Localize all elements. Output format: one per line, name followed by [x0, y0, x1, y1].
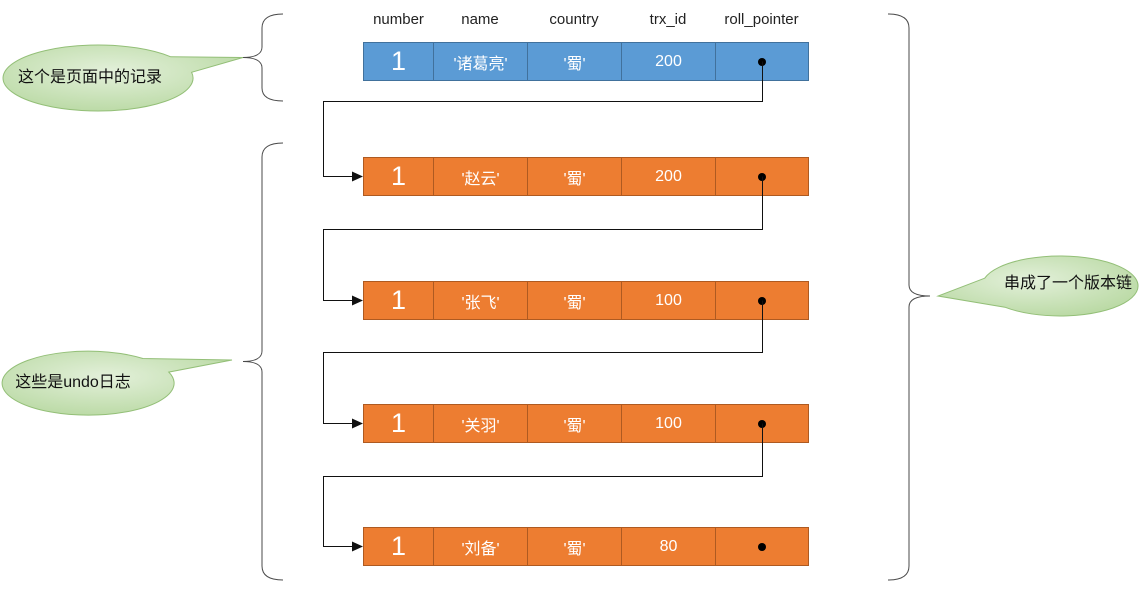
- roll-pointer-cell: [715, 282, 808, 319]
- roll-pointer-cell: [715, 158, 808, 195]
- trx-id-cell: 200: [621, 158, 715, 195]
- undo-log-callout-text: 这些是undo日志: [15, 374, 131, 391]
- roll-pointer-dot: [758, 419, 766, 428]
- page-record-row: 1 '诸葛亮' '蜀' 200: [363, 42, 809, 81]
- number-cell: 1: [390, 46, 407, 76]
- roll-pointer-cell: [715, 43, 808, 80]
- roll-pointer-dot: [758, 57, 766, 66]
- undo-log-row: 1 '赵云' '蜀' 200: [363, 157, 809, 196]
- page-record-callout-text: 这个是页面中的记录: [17, 69, 162, 86]
- number-cell: 1: [390, 285, 407, 315]
- link-arrowhead: [352, 541, 363, 552]
- name-cell: '张飞': [433, 282, 527, 319]
- undo-log-row: 1 '关羽' '蜀' 100: [363, 404, 809, 443]
- version-chain-callout-text: 串成了一个版本链: [1003, 275, 1132, 292]
- roll-pointer-dot: [758, 542, 766, 551]
- link-arrowhead: [352, 171, 363, 182]
- number-cell: 1: [390, 161, 407, 191]
- roll-pointer-dot: [758, 172, 766, 181]
- undo-log-row: 1 '张飞' '蜀' 100: [363, 281, 809, 320]
- country-cell: '蜀': [527, 43, 621, 80]
- page-record-brace: [242, 13, 284, 102]
- roll-pointer-cell: [715, 528, 808, 565]
- column-header-name: name: [461, 11, 499, 28]
- country-cell: '蜀': [527, 282, 621, 319]
- name-cell: '赵云': [433, 158, 527, 195]
- name-cell: '诸葛亮': [433, 43, 527, 80]
- country-cell: '蜀': [527, 405, 621, 442]
- country-cell: '蜀': [527, 158, 621, 195]
- country-cell: '蜀': [527, 528, 621, 565]
- trx-id-cell: 100: [621, 405, 715, 442]
- name-cell: '关羽': [433, 405, 527, 442]
- column-header-country: country: [549, 11, 599, 28]
- link-arrowhead: [352, 295, 363, 306]
- link-arrowhead: [352, 418, 363, 429]
- column-header-roll-pointer: roll_pointer: [724, 11, 799, 28]
- trx-id-cell: 200: [621, 43, 715, 80]
- column-header-number: number: [373, 11, 424, 28]
- undo-log-brace: [242, 142, 284, 581]
- version-chain-brace: [887, 13, 931, 581]
- undo-log-row: 1 '刘备' '蜀' 80: [363, 527, 809, 566]
- number-cell: 1: [390, 531, 407, 561]
- roll-pointer-cell: [715, 405, 808, 442]
- name-cell: '刘备': [433, 528, 527, 565]
- number-cell: 1: [390, 408, 407, 438]
- roll-pointer-dot: [758, 296, 766, 305]
- trx-id-cell: 100: [621, 282, 715, 319]
- column-header-row: number name country trx_id roll_pointer: [364, 10, 808, 30]
- column-header-trx-id: trx_id: [649, 11, 687, 28]
- trx-id-cell: 80: [621, 528, 715, 565]
